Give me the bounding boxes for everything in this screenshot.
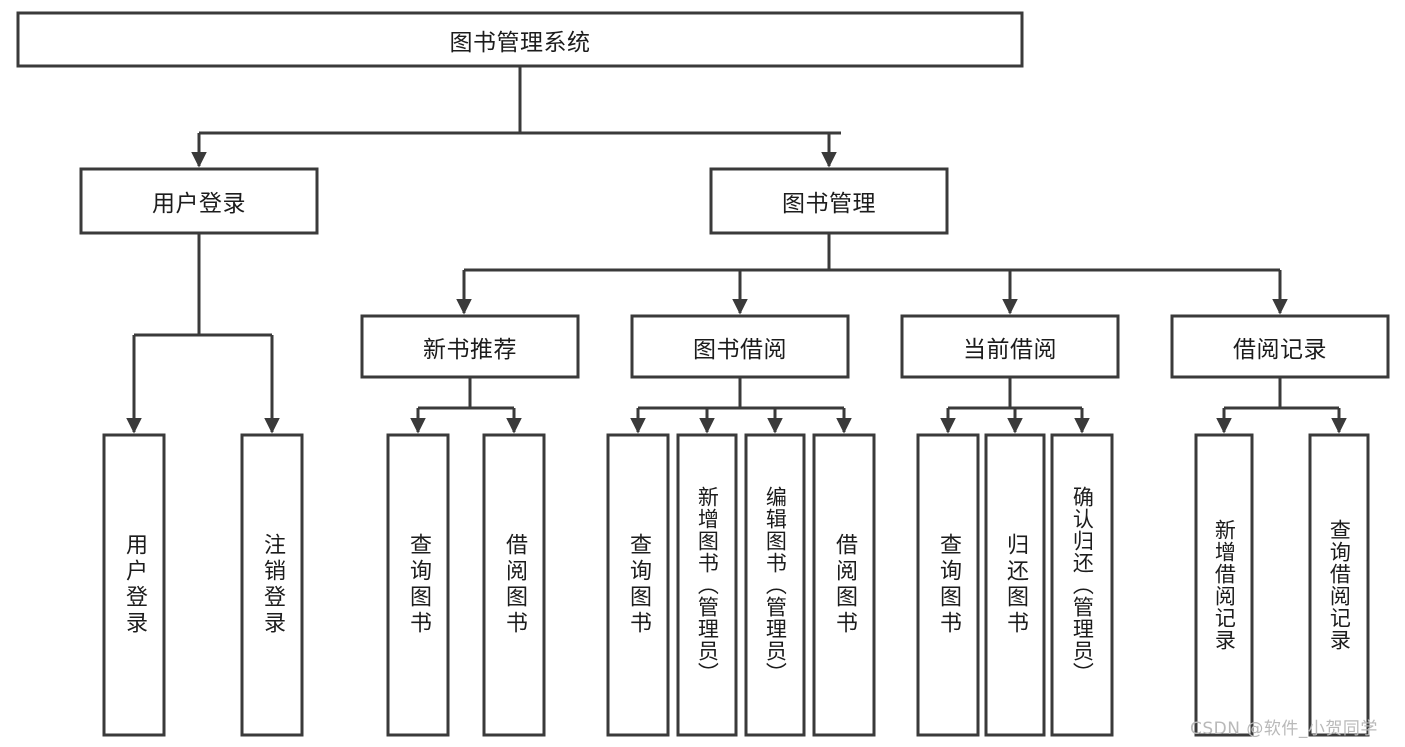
- node-box-leaf-user-login[interactable]: [102, 433, 166, 737]
- node-box-leaf-confirm-return[interactable]: [1050, 433, 1114, 737]
- node-box-leaf-borrow-book-2[interactable]: [812, 433, 876, 737]
- node-box-new-book-recommend[interactable]: [360, 314, 580, 379]
- node-box-root[interactable]: [16, 11, 1024, 68]
- node-box-leaf-edit-book[interactable]: [744, 433, 806, 737]
- node-box-leaf-logout[interactable]: [240, 433, 304, 737]
- node-box-leaf-query-record[interactable]: [1308, 433, 1370, 737]
- node-box-book-borrow[interactable]: [630, 314, 850, 379]
- csdn-watermark: CSDN @软件_小贺同学: [1190, 719, 1378, 739]
- node-box-leaf-add-record[interactable]: [1194, 433, 1254, 737]
- node-box-leaf-query-book-2[interactable]: [606, 433, 670, 737]
- node-box-leaf-query-book-3[interactable]: [916, 433, 980, 737]
- node-box-leaf-add-book[interactable]: [676, 433, 738, 737]
- node-box-leaf-return-book[interactable]: [984, 433, 1046, 737]
- node-box-leaf-query-book-1[interactable]: [386, 433, 450, 737]
- node-box-leaf-borrow-book-1[interactable]: [482, 433, 546, 737]
- node-box-user-login[interactable]: [79, 167, 319, 235]
- node-box-book-manage[interactable]: [709, 167, 949, 235]
- node-box-current-borrow[interactable]: [900, 314, 1120, 379]
- node-box-borrow-record[interactable]: [1170, 314, 1390, 379]
